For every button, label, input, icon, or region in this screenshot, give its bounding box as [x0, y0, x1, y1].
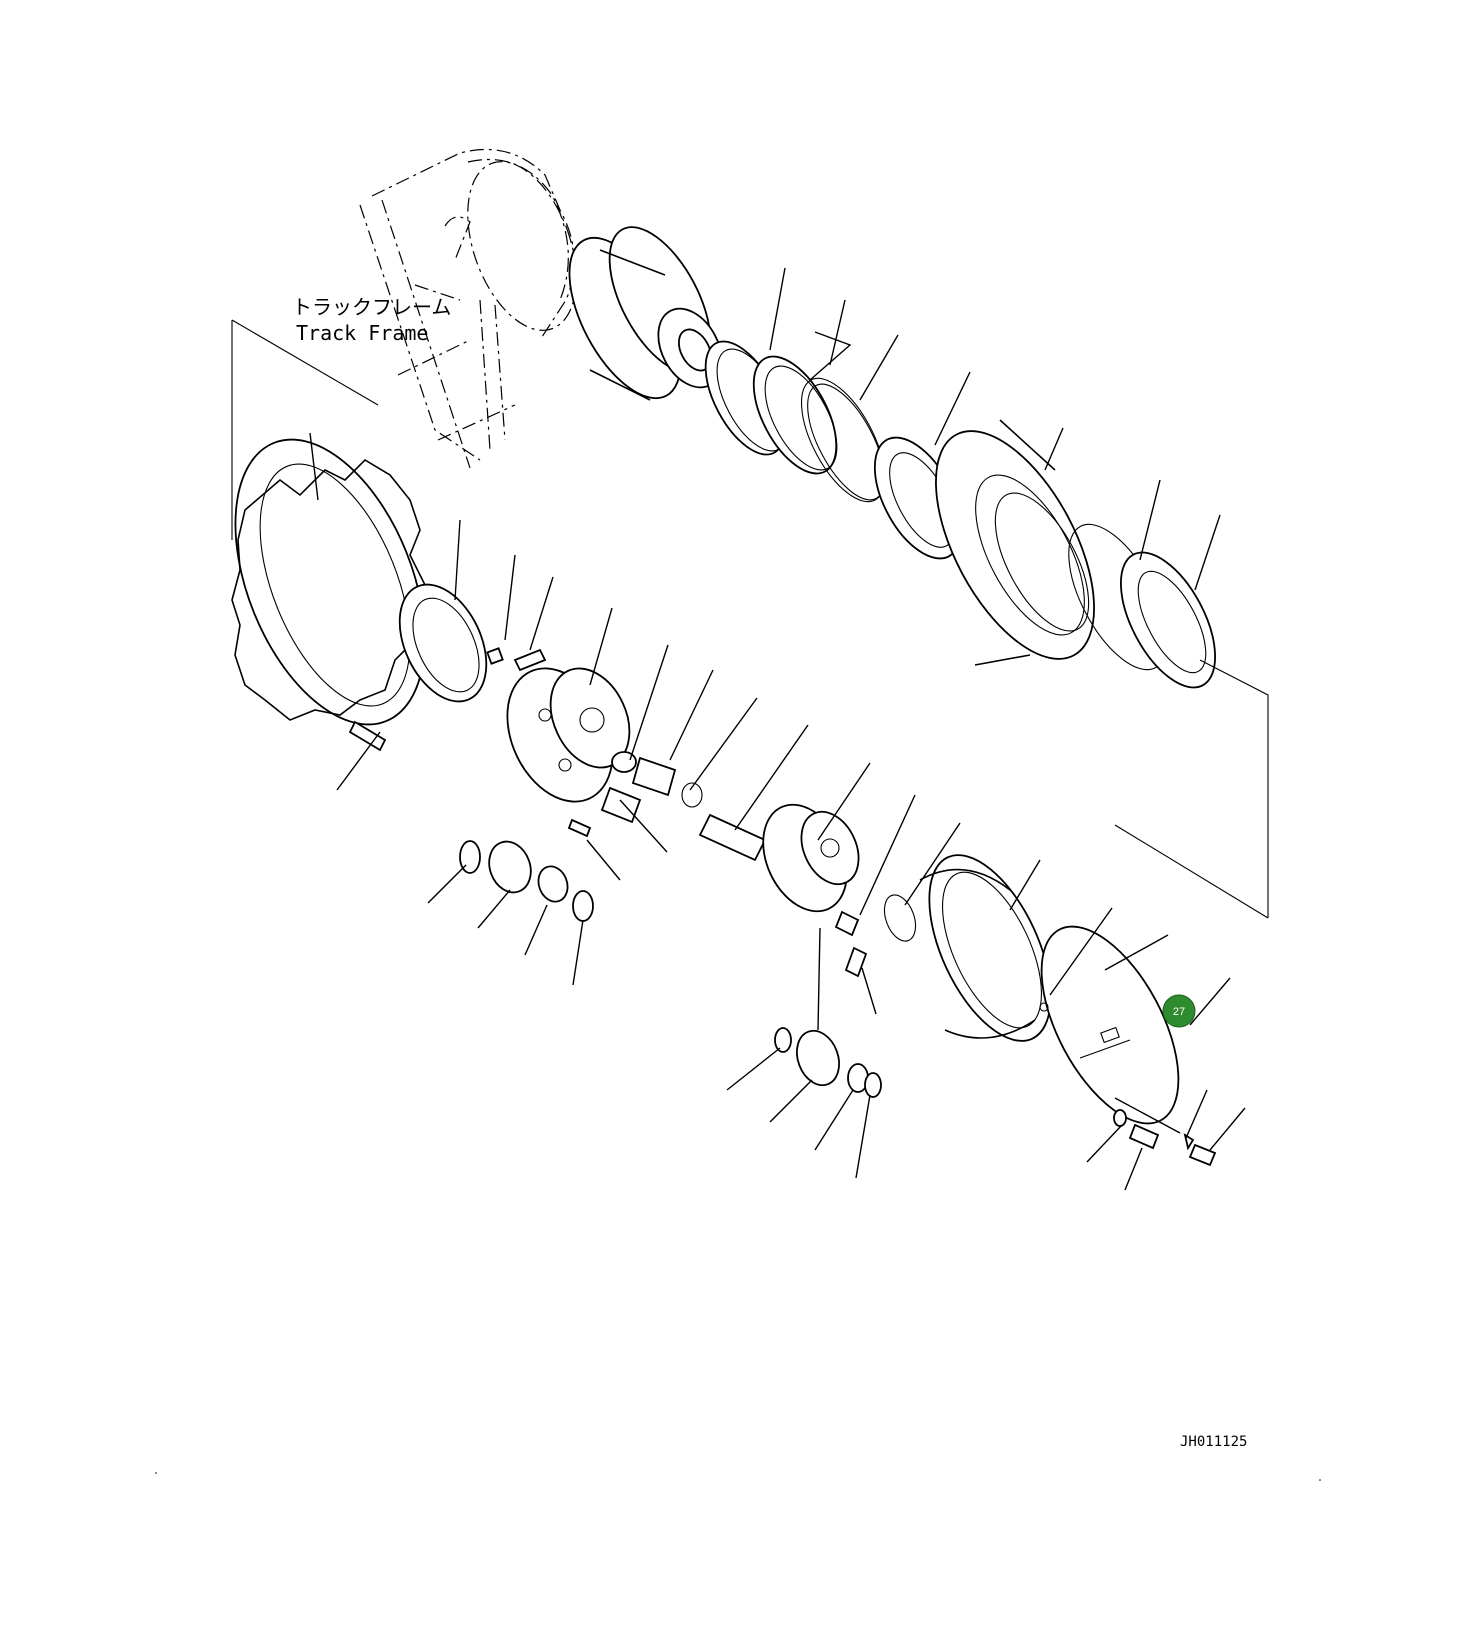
washers-center — [774, 1027, 882, 1098]
carrier-center — [762, 803, 917, 978]
carrier-left — [506, 667, 631, 803]
frame-bracket — [231, 319, 379, 540]
washers-left — [459, 840, 594, 922]
gear-set-left — [611, 751, 767, 862]
small-fasteners-top — [348, 647, 547, 752]
cover-plate — [1039, 925, 1180, 1125]
oring-bearing-right — [1068, 523, 1216, 689]
track-frame-label-en: Track Frame — [296, 321, 428, 345]
part-marker-number: 27 — [1173, 1006, 1185, 1018]
track-frame-label-jp: トラックフレーム — [292, 295, 451, 319]
ring-gear-drum — [919, 854, 1052, 1042]
stray-dot — [155, 1472, 157, 1474]
right-bracket — [1114, 659, 1269, 919]
final-drive-housing — [568, 226, 723, 401]
callout-leaders — [309, 267, 1246, 1191]
bolts-bottom-right — [1113, 1109, 1217, 1167]
stray-dot — [1319, 1479, 1321, 1481]
shaft-pin — [567, 786, 642, 838]
drawing-code: JH011125 — [1180, 1434, 1247, 1450]
hub-ring-gear — [935, 419, 1095, 666]
retainer-ring — [398, 583, 488, 703]
part-marker-27[interactable]: 27 — [1162, 994, 1196, 1028]
sprocket — [231, 438, 426, 726]
seal-rings — [704, 340, 886, 503]
